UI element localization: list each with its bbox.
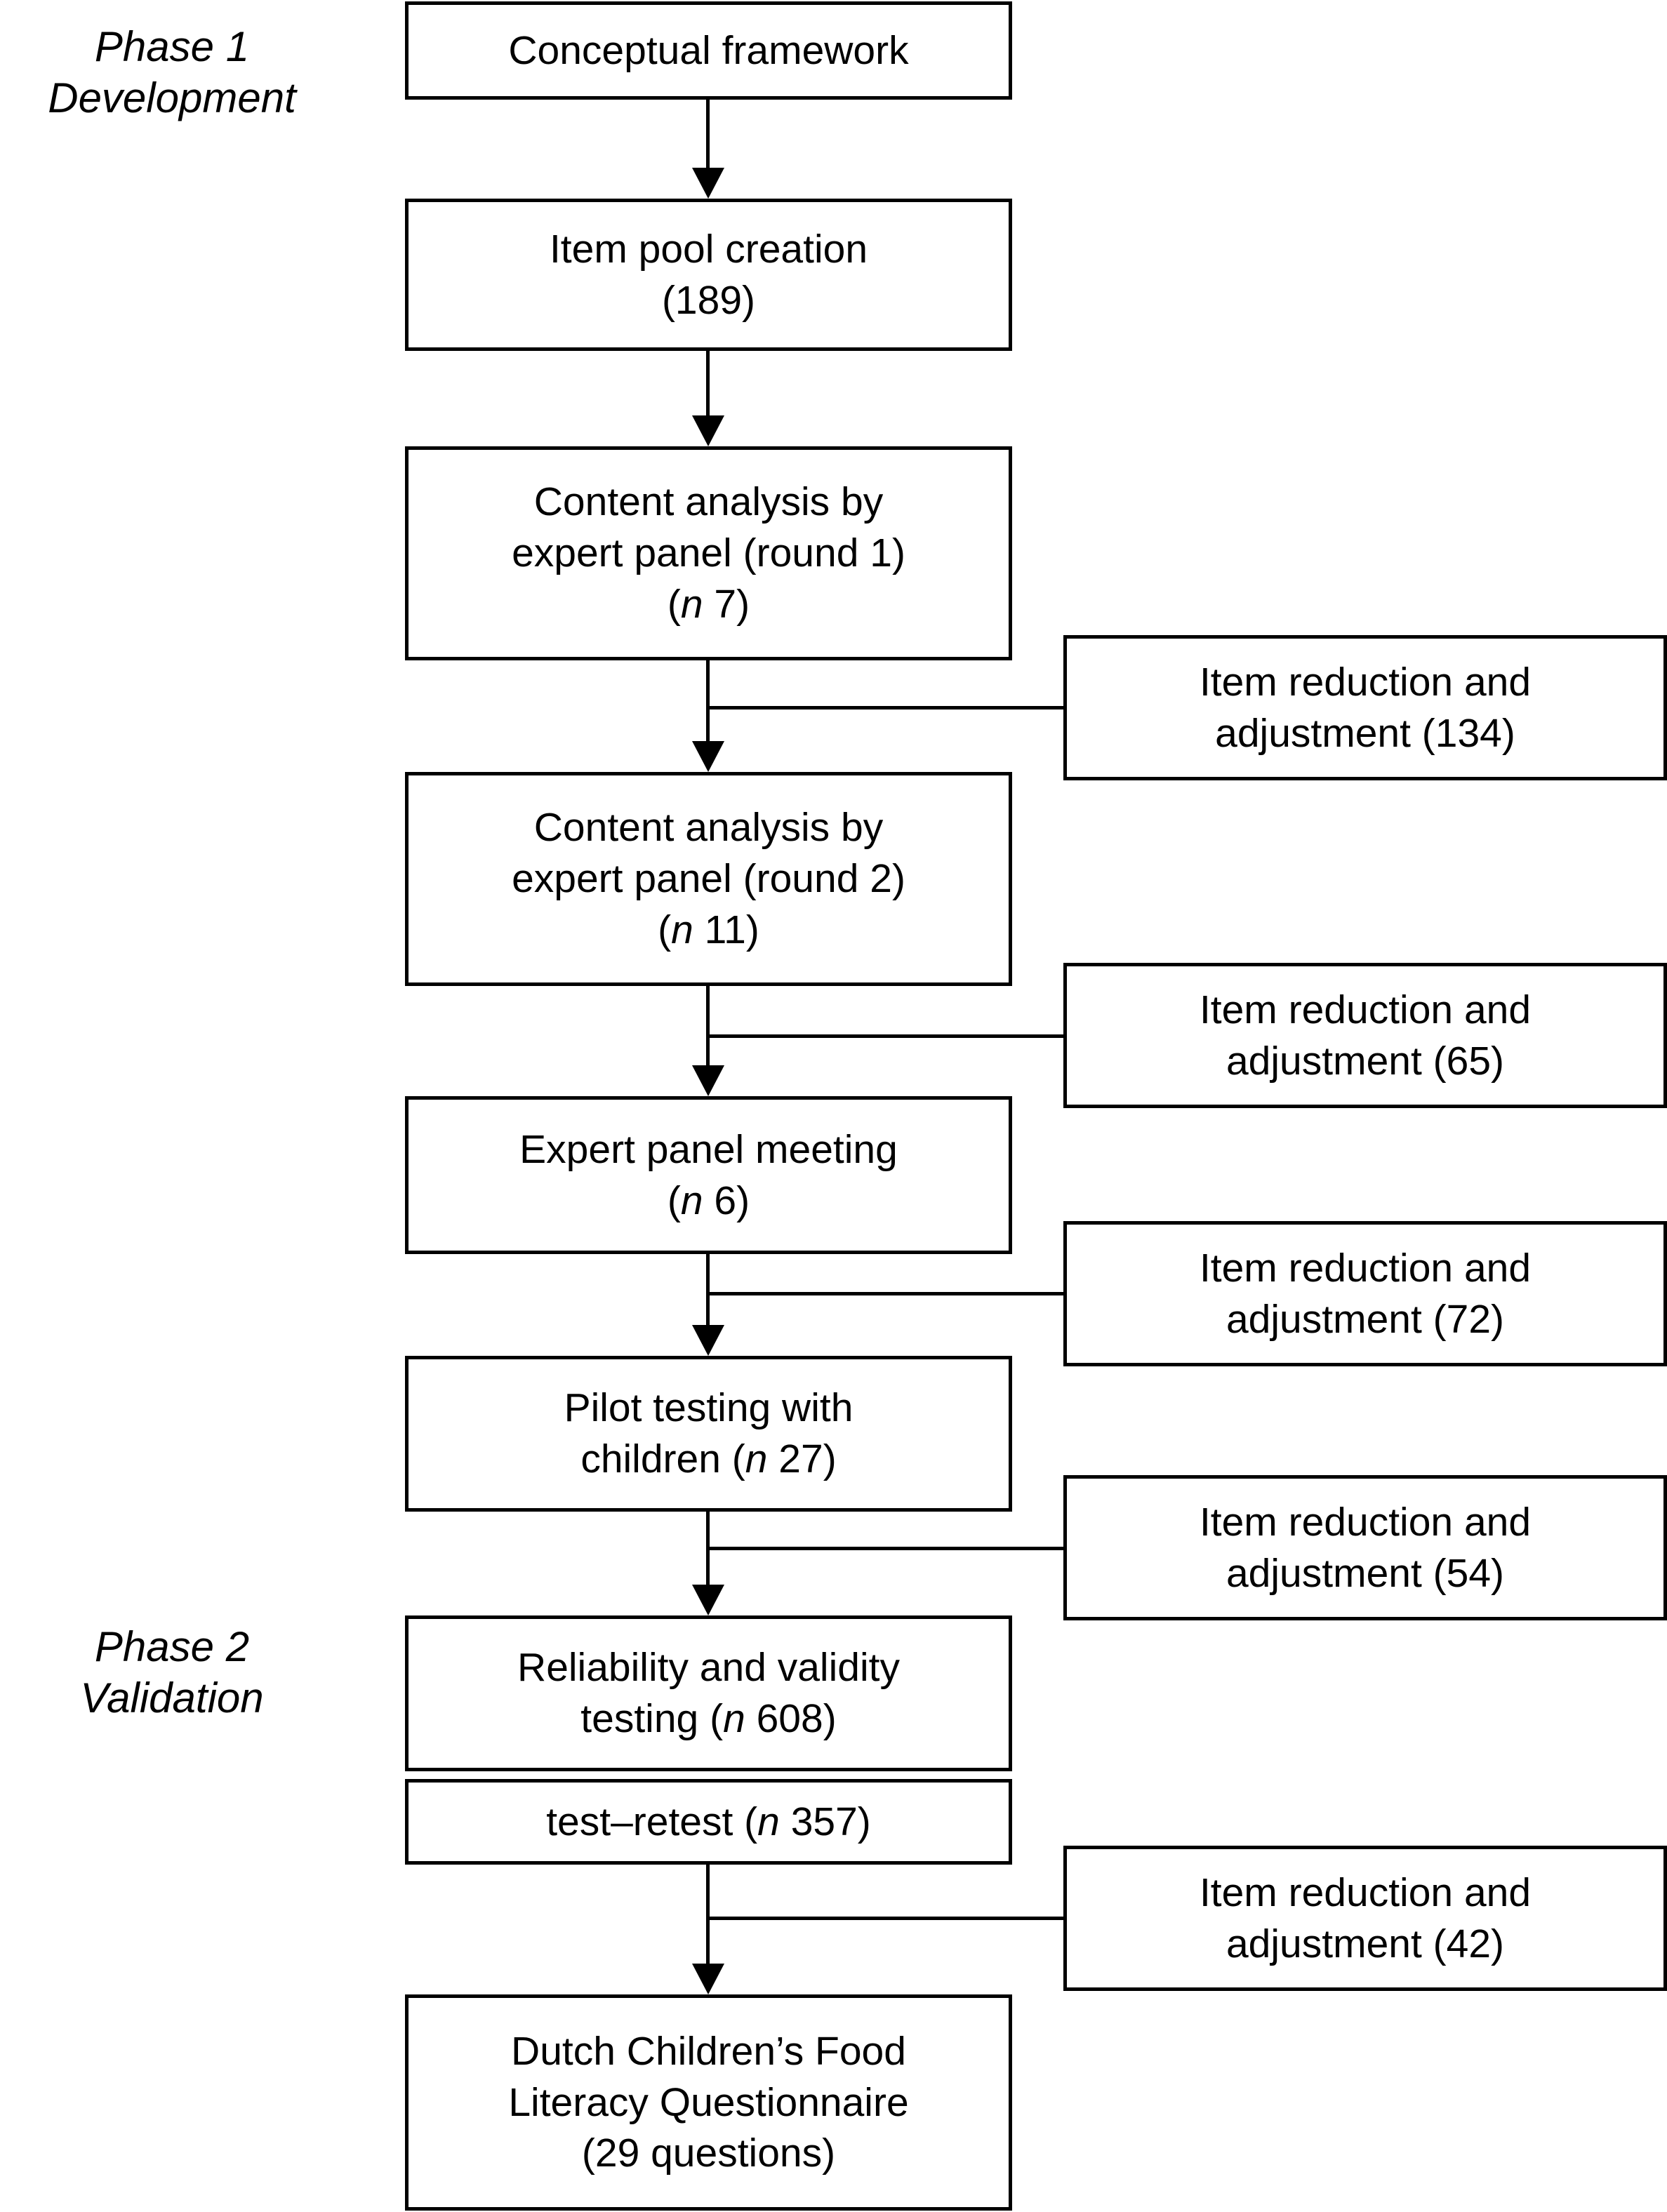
node-test-retest[interactable]: test–retest (n 357) [405,1779,1012,1865]
connector-round2-to-item-reduction-65 [706,1034,1065,1038]
connector-meeting-to-pilot [706,1254,710,1328]
connector-round1-to-round2 [706,660,710,744]
connector-round1-to-item-reduction-134 [706,706,1065,709]
connector-round2-to-meeting [706,986,710,1068]
node-test-retest-label: test–retest (n 357) [546,1799,871,1844]
arrowhead-itempool-to-round1 [692,415,724,446]
node-expert-panel-meeting[interactable]: Expert panel meeting(n 6) [405,1096,1012,1254]
connector-testretest-to-final [706,1865,710,1966]
node-item-pool-creation-label: Item pool creation(189) [549,226,868,323]
node-conceptual-framework-label: Conceptual framework [508,27,909,73]
arrowhead-framework-to-itempool [692,168,724,199]
connector-meeting-to-item-reduction-72 [706,1292,1065,1295]
connector-testretest-to-item-reduction-42 [706,1917,1065,1920]
arrowhead-round2-to-meeting [692,1065,724,1096]
arrowhead-meeting-to-pilot [692,1325,724,1356]
arrowhead-pilot-to-reliability [692,1585,724,1615]
connector-pilot-to-item-reduction-54 [706,1547,1065,1550]
node-item-pool-creation[interactable]: Item pool creation(189) [405,199,1012,351]
node-conceptual-framework[interactable]: Conceptual framework [405,1,1012,100]
arrowhead-testretest-to-final [692,1964,724,1994]
phase-label-development: Phase 1 Development [48,23,296,122]
connector-framework-to-itempool [706,100,710,171]
node-expert-panel-meeting-label: Expert panel meeting(n 6) [519,1126,898,1223]
connector-itempool-to-round1 [706,351,710,418]
arrowhead-round1-to-round2 [692,741,724,772]
phase-label-validation: Phase 2 Validation [80,1623,264,1722]
